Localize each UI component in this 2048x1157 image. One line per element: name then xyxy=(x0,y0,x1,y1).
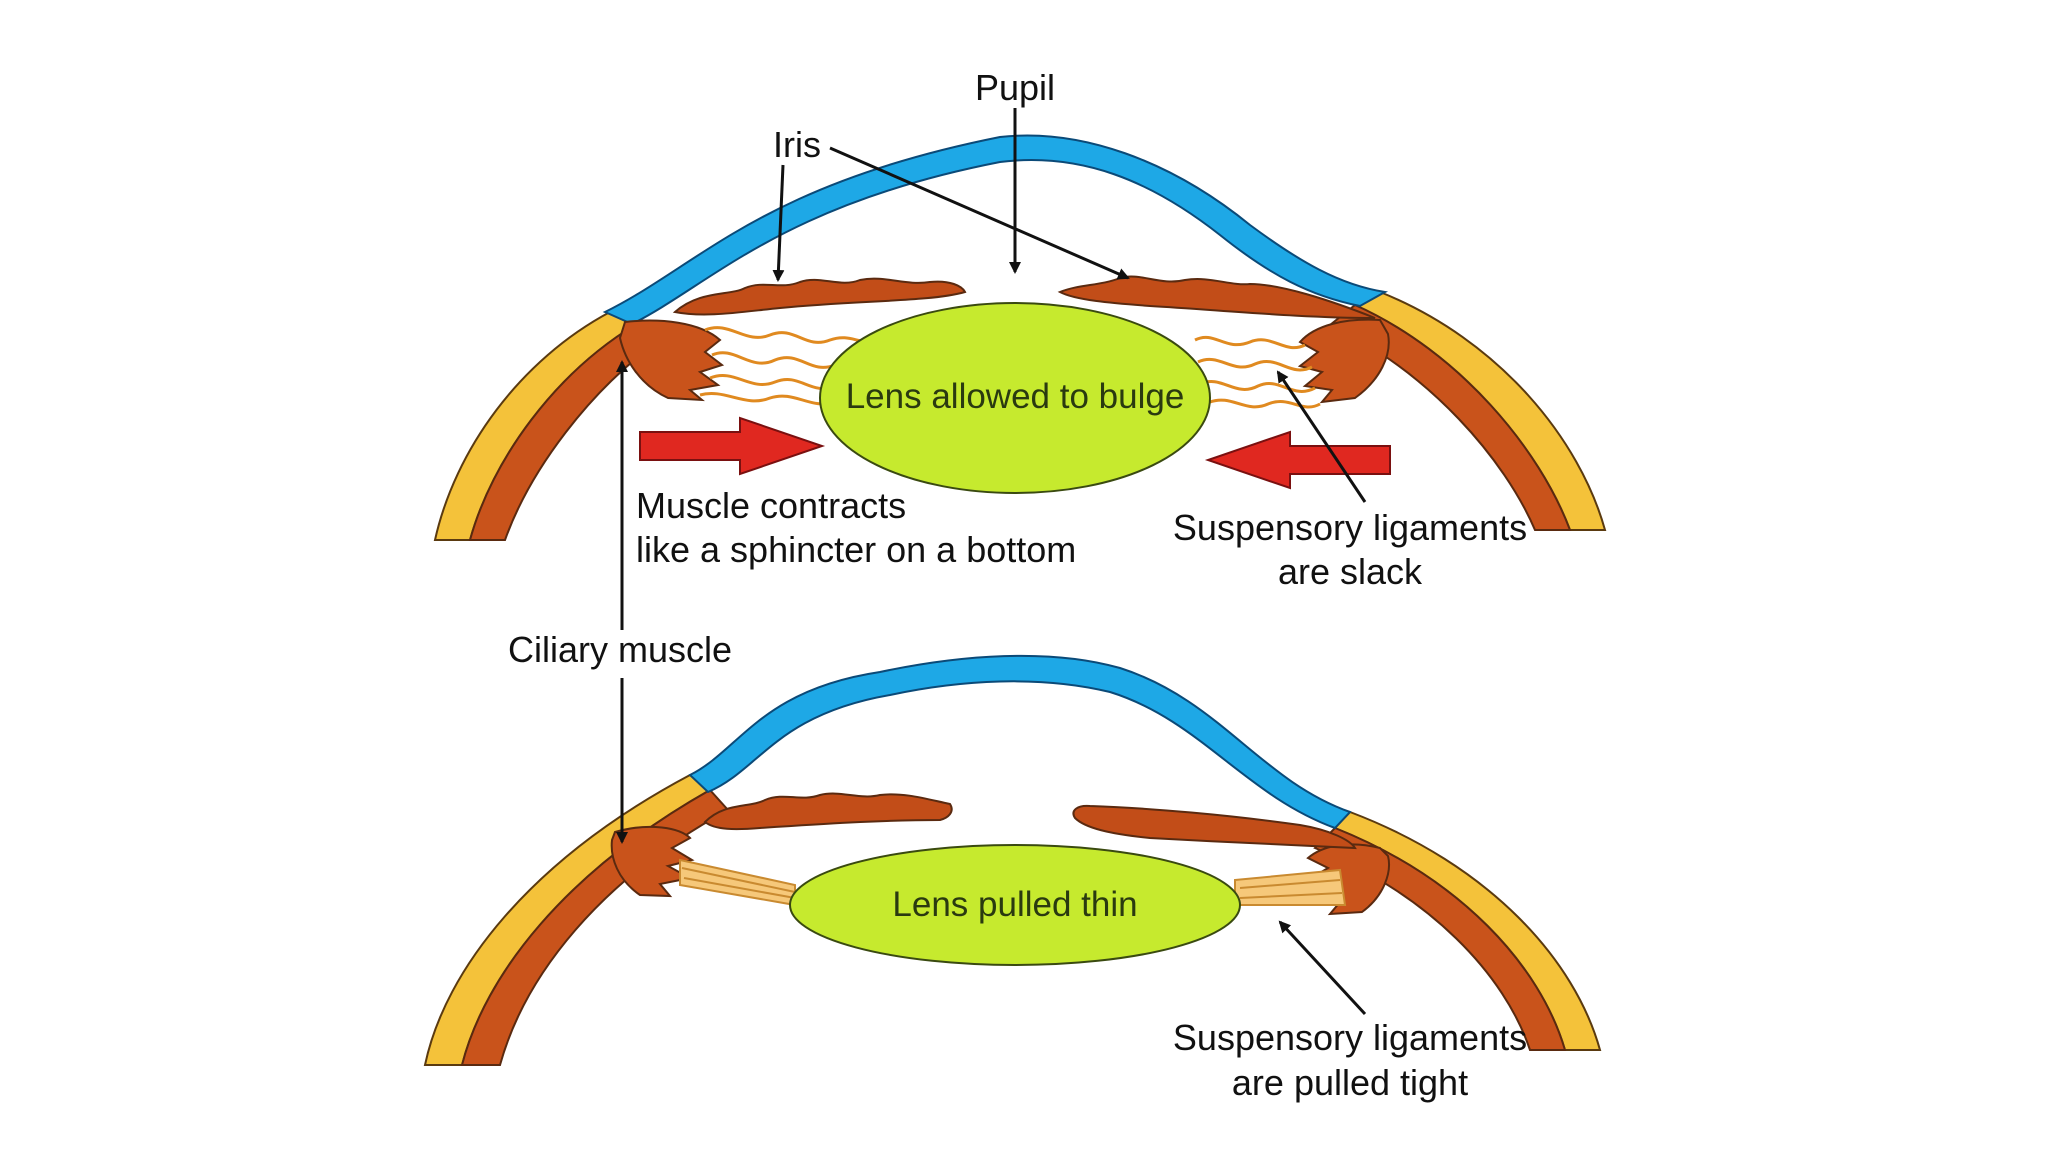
ciliary-muscle-right-top xyxy=(1297,318,1390,404)
labels: Pupil Iris Lens allowed to bulge Muscle … xyxy=(508,67,1527,1103)
iris-left-top xyxy=(672,277,967,316)
label-lens-bulge: Lens allowed to bulge xyxy=(846,377,1185,416)
iris-pointer-left xyxy=(772,164,785,282)
ligaments-tight-pointer xyxy=(1278,920,1367,1016)
label-muscle-contracts-1: Muscle contracts xyxy=(636,485,906,526)
label-pupil: Pupil xyxy=(975,67,1055,108)
ciliary-muscle-left-top xyxy=(618,319,725,402)
iris-right-bottom xyxy=(1072,804,1357,850)
red-arrow-left xyxy=(1204,430,1391,490)
ligaments-slack-right xyxy=(1194,335,1321,409)
pointer-lines xyxy=(616,108,1367,1016)
lens-thin xyxy=(789,844,1241,966)
lens-bulging xyxy=(819,302,1211,494)
cornea-bottom xyxy=(688,654,1352,830)
ligaments-tight-right xyxy=(1234,868,1347,906)
label-ligaments-tight-1: Suspensory ligaments xyxy=(1173,1017,1527,1058)
ligaments-slack-left xyxy=(699,326,879,406)
bottom-eye xyxy=(423,654,1602,1066)
label-iris: Iris xyxy=(773,124,821,165)
red-arrow-right xyxy=(639,416,826,476)
label-ligaments-slack-1: Suspensory ligaments xyxy=(1173,507,1527,548)
ligaments-slack-pointer xyxy=(1276,370,1367,503)
top-eye xyxy=(433,134,1607,541)
label-ciliary-muscle: Ciliary muscle xyxy=(508,629,732,670)
ligaments-tight-left xyxy=(679,858,796,907)
iris-left-bottom xyxy=(703,792,953,831)
label-ligaments-slack-2: are slack xyxy=(1278,551,1423,592)
iris-right-top xyxy=(1057,275,1376,319)
label-ligaments-tight-2: are pulled tight xyxy=(1232,1062,1468,1103)
label-lens-thin: Lens pulled thin xyxy=(892,885,1137,924)
iris-pointer-right xyxy=(829,146,1130,280)
cornea-top xyxy=(602,134,1389,326)
choroid-left-bottom xyxy=(460,788,730,1066)
label-muscle-contracts-2: like a sphincter on a bottom xyxy=(636,529,1076,570)
